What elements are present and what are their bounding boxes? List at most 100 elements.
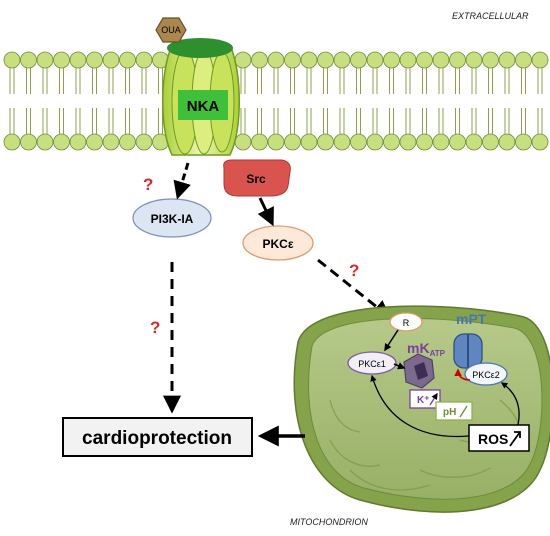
lipid-tail	[438, 68, 444, 94]
lipid-tail	[92, 108, 97, 134]
lipid-tail	[9, 108, 15, 134]
lipid-tail	[422, 108, 427, 134]
arrow-pkce2-mpt	[454, 368, 471, 381]
lipid-tail	[471, 108, 477, 134]
lipid-tail	[356, 68, 361, 94]
lipid-tail	[504, 68, 510, 94]
lipid-head	[531, 133, 549, 151]
lipid-tail	[42, 68, 48, 94]
lipid-tail	[372, 68, 378, 94]
lipid-head	[20, 133, 37, 151]
lipid-tail	[537, 68, 543, 94]
lipid-head	[399, 133, 417, 151]
lipid-head	[36, 51, 54, 69]
lipid-head	[317, 133, 334, 151]
lipid-head	[366, 133, 384, 151]
lipid-head	[366, 51, 384, 69]
mpt-label: mPT	[456, 311, 487, 327]
question-mark-3: ?	[349, 261, 359, 280]
lipid-head	[350, 133, 367, 151]
lipid-head	[69, 51, 87, 69]
lipid-tail	[455, 68, 460, 94]
lipid-tail	[323, 68, 328, 94]
lipid-head	[515, 133, 532, 151]
k-plus-label: K⁺	[417, 395, 430, 406]
lipid-tail	[75, 68, 81, 94]
r-label: R	[403, 318, 410, 328]
pkce2-node: PKCε2	[464, 362, 508, 386]
lipid-head	[3, 51, 21, 69]
lipid-head	[498, 51, 516, 69]
mitochondrion	[293, 305, 550, 513]
lipid-head	[36, 133, 54, 151]
lipid-head	[449, 133, 466, 151]
lipid-head	[333, 51, 351, 69]
lipid-tail	[26, 68, 31, 94]
lipid-head	[86, 133, 103, 151]
lipid-head	[135, 51, 153, 69]
src-kinase: Src	[223, 159, 291, 197]
lipid-tail	[537, 108, 543, 134]
lipid-head	[119, 133, 136, 151]
lipid-tail	[339, 68, 345, 94]
pkce-label: PKCε	[262, 237, 293, 251]
lipid-tail	[290, 68, 295, 94]
arrow-ros-pkce2	[500, 382, 520, 426]
lipid-tail	[141, 108, 147, 134]
lipid-head	[399, 51, 417, 69]
arrow-nka-pi3k	[173, 162, 191, 200]
lipid-tail	[356, 108, 361, 134]
lipid-head	[449, 51, 466, 69]
cell-membrane	[3, 51, 549, 151]
ph-label: pH	[443, 407, 456, 418]
lipid-tail	[125, 68, 130, 94]
mkatp-channel: mKATP	[403, 340, 446, 389]
lipid-head	[515, 51, 532, 69]
lipid-tail	[488, 108, 493, 134]
oua-label: OUA	[161, 25, 181, 35]
lipid-head	[465, 51, 483, 69]
lipid-tail	[521, 68, 526, 94]
lipid-head	[251, 133, 268, 151]
lipid-head	[482, 51, 499, 69]
lipid-head	[3, 133, 21, 151]
nka-transporter: NKA	[161, 38, 241, 156]
ph-box: pH	[435, 401, 473, 421]
lipid-head	[465, 133, 483, 151]
lipid-tail	[59, 108, 64, 134]
lipid-tail	[422, 68, 427, 94]
lipid-tail	[273, 108, 279, 134]
lipid-head	[416, 133, 433, 151]
cardioprotection-label: cardioprotection	[82, 428, 232, 449]
lipid-head	[20, 51, 37, 69]
lipid-head	[498, 133, 516, 151]
lipid-tail	[389, 108, 394, 134]
pkce1-node: PKCε1	[347, 351, 397, 375]
lipid-tail	[59, 68, 64, 94]
lipid-tail	[257, 68, 262, 94]
lipid-tail	[389, 68, 394, 94]
lipid-tail	[405, 68, 411, 94]
lipid-head	[432, 51, 450, 69]
lipid-tail	[306, 68, 312, 94]
lipid-tail	[158, 108, 163, 134]
question-mark-1: ?	[143, 175, 153, 194]
lipid-tail	[240, 68, 246, 94]
lipid-head	[350, 51, 367, 69]
lipid-head	[267, 51, 285, 69]
lipid-head	[53, 133, 70, 151]
lipid-tail	[125, 108, 130, 134]
lipid-head	[416, 51, 433, 69]
lipid-tail	[273, 68, 279, 94]
lipid-tail	[471, 68, 477, 94]
lipid-tail	[323, 108, 328, 134]
k-plus-box: K⁺	[409, 389, 441, 409]
lipid-tail	[108, 108, 114, 134]
arrow-pkce1-mk	[393, 362, 406, 370]
lipid-tail	[405, 108, 411, 134]
lipid-tail	[92, 68, 97, 94]
pi3k-label: PI3K-IA	[151, 212, 194, 226]
lipid-head	[432, 133, 450, 151]
mpt-pore: mPT	[453, 311, 487, 369]
